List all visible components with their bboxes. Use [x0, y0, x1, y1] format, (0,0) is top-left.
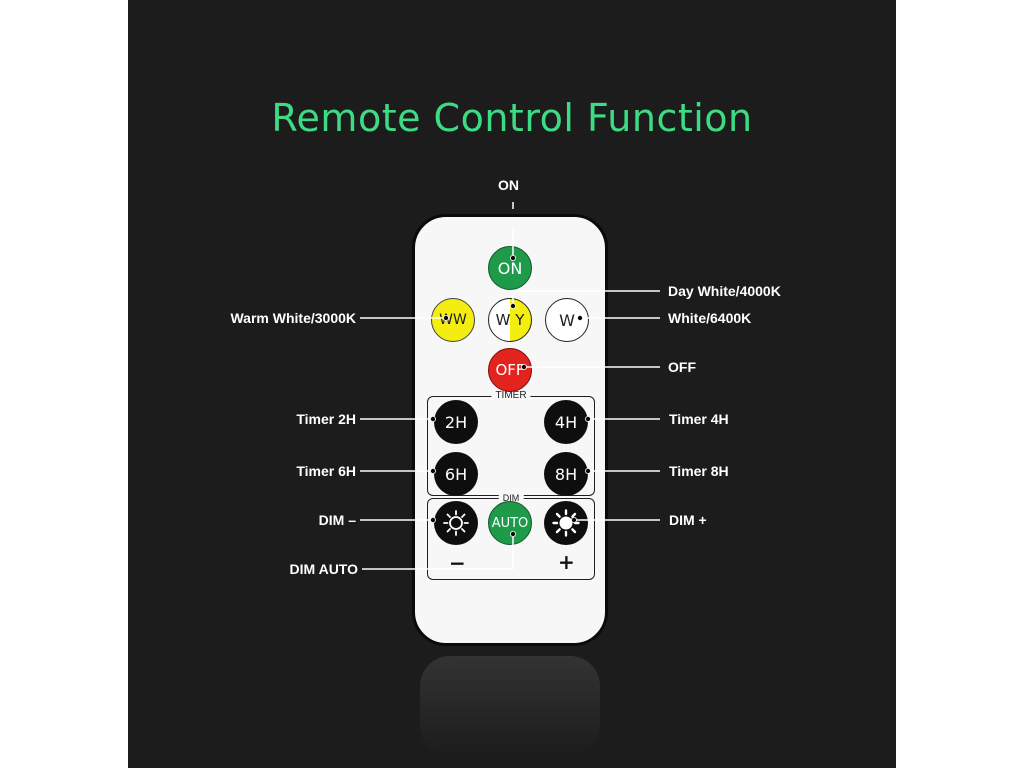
remote-control: TIMER DIM ON WW W Y W OFF 2H 4H 6H 8H AU… [412, 214, 608, 646]
timer-6h-button[interactable]: 6H [434, 452, 478, 496]
callout-dim-plus: DIM + [669, 512, 707, 528]
dim-plus-sign: + [558, 550, 575, 574]
timer-4h-button[interactable]: 4H [544, 400, 588, 444]
on-button[interactable]: ON [488, 246, 532, 290]
callout-on: ON [498, 177, 519, 193]
callout-timer-8h: Timer 8H [669, 463, 729, 479]
callout-dim-auto: DIM AUTO [290, 561, 358, 577]
callout-timer-6h: Timer 6H [296, 463, 356, 479]
sun-outline-icon [441, 508, 471, 538]
dim-minus-button[interactable] [434, 501, 478, 545]
remote-reflection [420, 656, 600, 756]
page-title: Remote Control Function [128, 96, 896, 140]
off-button[interactable]: OFF [488, 348, 532, 392]
callout-timer-4h: Timer 4H [669, 411, 729, 427]
callout-dim-minus: DIM – [319, 512, 356, 528]
dim-plus-button[interactable] [544, 501, 588, 545]
warm-white-button[interactable]: WW [431, 298, 475, 342]
product-panel: Remote Control Function TIMER DIM ON WW … [128, 0, 896, 768]
day-white-button[interactable]: W Y [488, 298, 532, 342]
timer-2h-button[interactable]: 2H [434, 400, 478, 444]
callout-day-white: Day White/4000K [668, 283, 781, 299]
callout-white: White/6400K [668, 310, 751, 326]
timer-8h-button[interactable]: 8H [544, 452, 588, 496]
callout-timer-2h: Timer 2H [296, 411, 356, 427]
sun-filled-icon [551, 508, 581, 538]
dim-minus-sign: − [449, 551, 466, 575]
white-button[interactable]: W [545, 298, 589, 342]
callout-off: OFF [668, 359, 696, 375]
callout-warm-white: Warm White/3000K [230, 310, 356, 326]
dim-auto-button[interactable]: AUTO [488, 501, 532, 545]
